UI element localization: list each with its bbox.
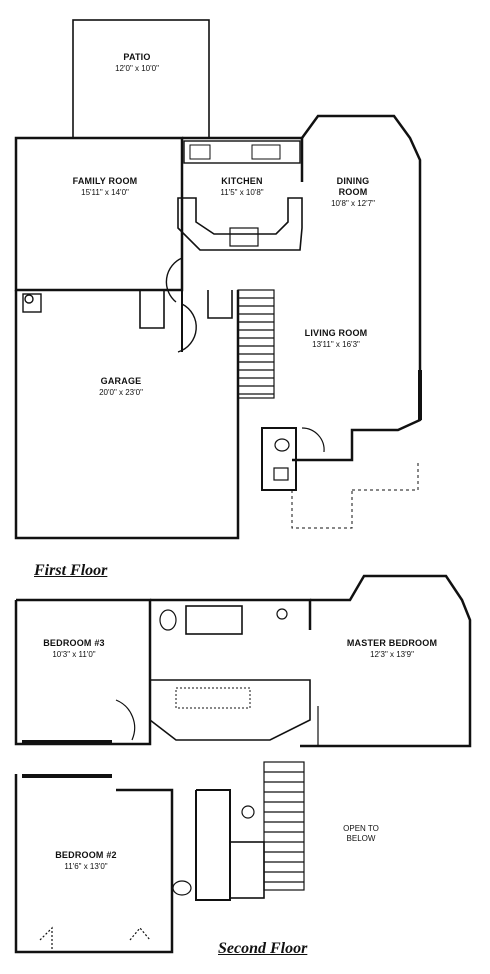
front-porch — [291, 460, 419, 529]
room-label-bedroom-3: BEDROOM #3 10'3" x 11'0" — [32, 638, 116, 660]
room-label-kitchen: KITCHEN 11'5" x 10'8" — [210, 176, 274, 198]
second-bath — [172, 789, 265, 901]
room-dimensions: 10'3" x 11'0" — [52, 650, 96, 659]
second-floor-title: Second Floor — [218, 940, 308, 957]
room-name: BEDROOM #2 — [55, 850, 117, 860]
room-name: DINING ROOM — [336, 176, 370, 197]
bedroom-3-walls — [14, 598, 152, 746]
room-label-garage: GARAGE 20'0" x 23'0" — [86, 376, 156, 398]
room-label-family-room: FAMILY ROOM 15'11" x 14'0" — [60, 176, 150, 198]
open-to-below-note: OPEN TO BELOW — [343, 824, 379, 843]
room-label-dining-room: DINING ROOM 10'8" x 12'7" — [318, 176, 388, 209]
garage-walls — [14, 290, 240, 540]
second-floor-stairs — [263, 761, 305, 891]
dining-living-walls — [292, 114, 422, 462]
kitchen-walls — [177, 136, 304, 290]
first-floor-title: First Floor — [34, 562, 108, 579]
room-dimensions: 13'11" x 16'3" — [312, 340, 360, 349]
master-bedroom-walls — [300, 574, 472, 748]
room-dimensions: 15'11" x 14'0" — [81, 188, 129, 197]
room-dimensions: 20'0" x 23'0" — [99, 388, 143, 397]
first-floor-stairs — [237, 289, 275, 399]
room-dimensions: 10'8" x 12'7" — [331, 199, 375, 208]
patio-outline — [72, 19, 210, 139]
powder-room — [261, 427, 325, 491]
room-dimensions: 11'5" x 10'8" — [220, 188, 264, 197]
room-dimensions: 11'6" x 13'0" — [64, 862, 108, 871]
room-name: MASTER BEDROOM — [346, 638, 438, 648]
room-label-bedroom-2: BEDROOM #2 11'6" x 13'0" — [44, 850, 128, 872]
room-name: LIVING ROOM — [304, 328, 368, 338]
room-label-living-room: LIVING ROOM 13'11" x 16'3" — [296, 328, 376, 350]
room-label-patio: PATIO 12'0" x 10'0" — [104, 52, 170, 74]
room-label-master-bedroom: MASTER BEDROOM 12'3" x 13'9" — [336, 638, 448, 660]
room-name: FAMILY ROOM — [72, 176, 138, 186]
bedroom-2-walls — [14, 774, 174, 954]
room-name: KITCHEN — [221, 176, 263, 186]
room-name: PATIO — [123, 52, 151, 62]
room-dimensions: 12'3" x 13'9" — [370, 650, 414, 659]
upper-bath-hall — [149, 598, 312, 741]
room-dimensions: 12'0" x 10'0" — [115, 64, 159, 73]
room-name: BEDROOM #3 — [43, 638, 105, 648]
room-name: GARAGE — [100, 376, 142, 386]
family-room-walls — [14, 136, 184, 292]
hall-door — [165, 257, 197, 353]
